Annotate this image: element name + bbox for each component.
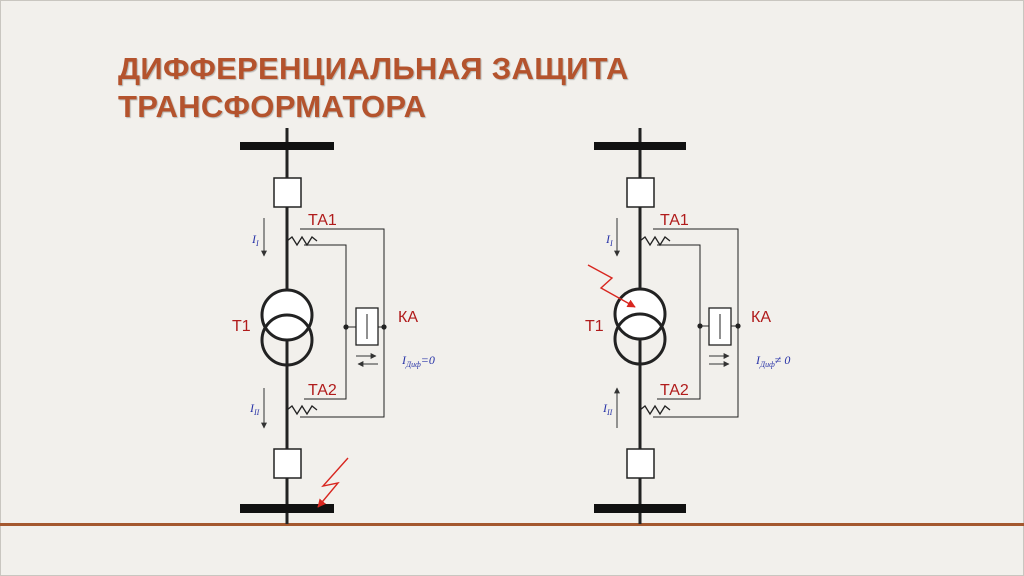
right-ta2-coil <box>639 404 671 416</box>
right-idiff-sub: Диф <box>759 360 775 369</box>
left-transformer-winding-bottom <box>260 313 314 367</box>
left-label-i2: III <box>249 401 260 417</box>
title-line-2: ТРАНСФОРМАТОРА <box>118 89 427 124</box>
left-label-ta1: ТА1 <box>308 212 337 229</box>
right-bottom-breaker <box>626 448 655 479</box>
right-i2-sub: II <box>606 408 613 417</box>
right-node-right <box>735 323 741 329</box>
left-node-left <box>343 324 349 330</box>
right-ta1-coil <box>639 235 671 247</box>
left-bottom-breaker <box>273 448 302 479</box>
right-ta1-wire-outer <box>653 228 739 418</box>
right-label-ka: КА <box>751 309 771 326</box>
right-i1-letter: I <box>605 232 611 246</box>
right-i1-sub: I <box>609 239 613 248</box>
right-label-ta2: ТА2 <box>660 382 689 399</box>
right-label-ta1: ТА1 <box>660 212 689 229</box>
right-idiff-val: ≠ 0 <box>775 353 791 367</box>
left-i2-letter: I <box>249 401 255 415</box>
right-label-i1: II <box>605 232 613 248</box>
left-idiff-letter: I <box>401 353 407 367</box>
left-label-idiff: IДиф=0 <box>401 353 435 369</box>
left-i2-sub: II <box>253 408 260 417</box>
right-i2-letter: I <box>602 401 608 415</box>
right-label-idiff: IДиф≠ 0 <box>755 353 790 369</box>
right-node-left <box>697 323 703 329</box>
left-label-i1: II <box>251 232 259 248</box>
left-idiff-sub: Диф <box>405 360 421 369</box>
right-transformer-winding-bottom <box>613 312 667 366</box>
left-ta2-coil <box>286 404 318 416</box>
right-idiff-letter: I <box>755 353 761 367</box>
right-top-bus <box>594 142 686 150</box>
left-label-ka: КА <box>398 309 418 326</box>
left-i1-sub: I <box>255 239 259 248</box>
left-label-ta2: ТА2 <box>308 382 337 399</box>
right-label-t1: Т1 <box>585 318 604 335</box>
title-line-1: ДИФФЕРЕНЦИАЛЬНАЯ ЗАЩИТА <box>118 51 629 86</box>
left-fault-lightning <box>317 457 349 508</box>
left-ta1-wire-inner <box>304 244 347 400</box>
right-fault-lightning <box>587 264 636 308</box>
right-circuit: ТА1 ТА2 Т1 КА II III IДиф≠ 0 <box>585 128 790 524</box>
left-top-breaker <box>273 177 302 208</box>
left-label-t1: Т1 <box>232 318 251 335</box>
left-circuit: ТА1 ТА2 Т1 КА II III IДиф=0 <box>232 128 435 524</box>
left-bottom-bus <box>240 504 334 513</box>
left-ta1-wire-outer <box>300 228 385 418</box>
right-ta1-wire-inner <box>657 244 701 400</box>
left-idiff-val: =0 <box>421 353 435 367</box>
left-i1-letter: I <box>251 232 257 246</box>
floor-line <box>0 523 1024 526</box>
left-ta1-coil <box>286 235 318 247</box>
left-node-right <box>381 324 387 330</box>
right-label-i2: III <box>602 401 613 417</box>
slide-title: ДИФФЕРЕНЦИАЛЬНАЯ ЗАЩИТА ТРАНСФОРМАТОРА <box>118 50 629 126</box>
right-top-breaker <box>626 177 655 208</box>
right-bottom-bus <box>594 504 686 513</box>
left-top-bus <box>240 142 334 150</box>
